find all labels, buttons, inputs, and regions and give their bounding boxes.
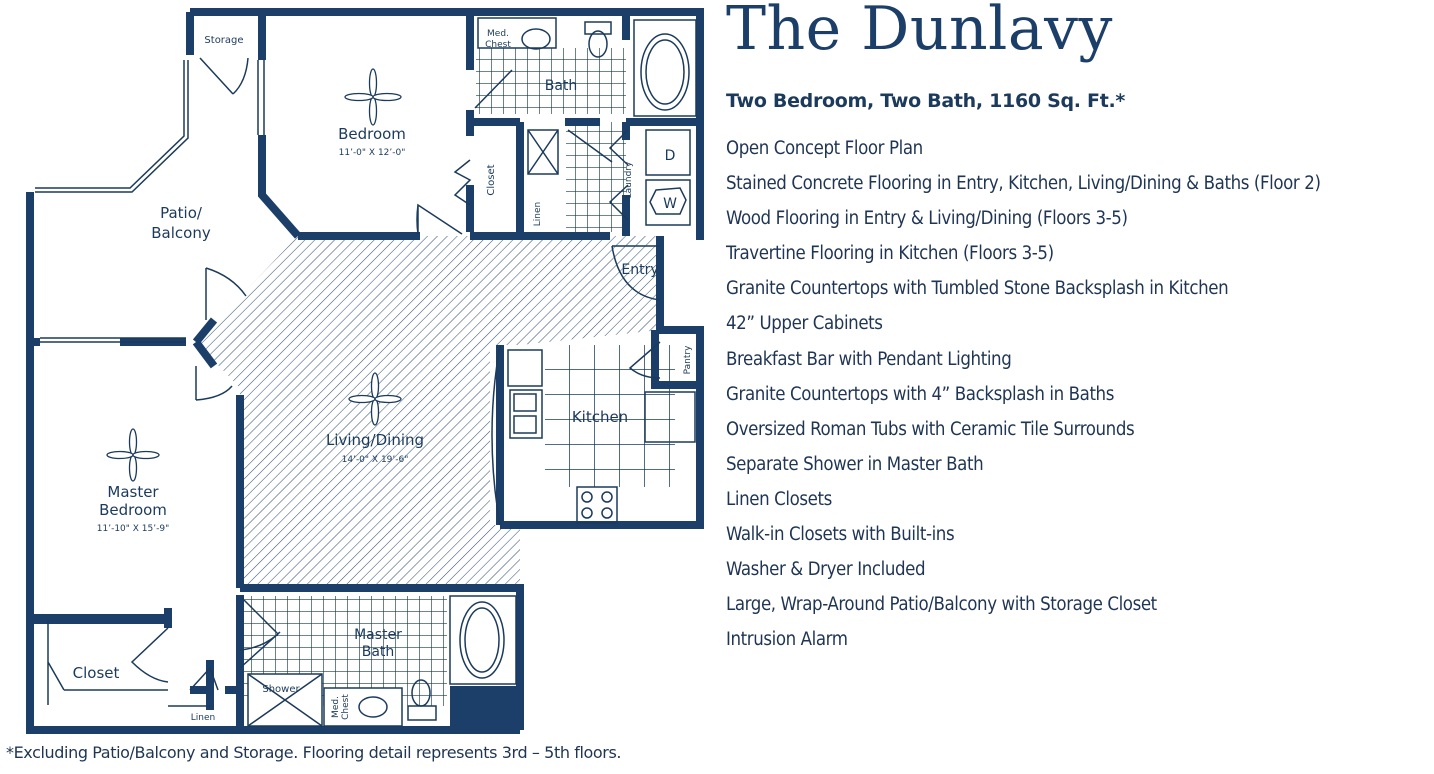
label-dryer: D [665,148,676,164]
label-closet-top: Closet [486,164,497,195]
label-master-bath: Master [354,627,402,643]
label-patio: Balcony [151,224,211,242]
feature-item: Granite Countertops with Tumbled Stone B… [726,278,1229,300]
solid-wall-block [450,686,520,734]
feature-item: Linen Closets [726,488,832,510]
label-patio: Patio/ [160,204,203,222]
label-med-chest-master: Chest [341,694,351,720]
label-med-chest-top: Chest [485,40,511,50]
label-master-bedroom-dims: 11’-10" X 15’-9" [97,524,169,534]
feature-item: Intrusion Alarm [726,629,848,651]
label-washer: W [663,196,677,212]
label-entry: Entry [621,262,658,278]
feature-item: Oversized Roman Tubs with Ceramic Tile S… [726,418,1135,440]
feature-item: Stained Concrete Flooring in Entry, Kitc… [726,173,1321,195]
feature-item: Wood Flooring in Entry & Living/Dining (… [726,208,1128,230]
label-bedroom-dims: 11’-0" X 12’-0" [339,148,406,158]
label-living-dims: 14’-0" X 19’-6" [342,455,409,465]
label-shower: Shower [262,684,300,695]
feature-item: Separate Shower in Master Bath [726,453,984,475]
feature-item: Washer & Dryer Included [726,559,926,581]
label-storage: Storage [204,35,243,46]
label-laundry: Laundry [624,161,634,198]
feature-item: Breakfast Bar with Pendant Lighting [726,348,1012,370]
features-list: Open Concept Floor Plan Stained Concrete… [726,131,1321,657]
footnote: *Excluding Patio/Balcony and Storage. Fl… [6,743,622,762]
label-master-bedroom: Master [107,483,159,501]
plan-summary: Two Bedroom, Two Bath, 1160 Sq. Ft.* [726,90,1126,112]
label-master-bath: Bath [362,644,395,660]
page-title: The Dunlavy [726,0,1113,64]
label-living-dining: Living/Dining [326,431,424,449]
living-dining-floor [196,236,660,588]
label-closet-master: Closet [73,664,120,682]
feature-item: 42” Upper Cabinets [726,313,883,335]
label-med-chest-top: Med. [487,29,509,39]
ceiling-fan-icon [344,68,402,126]
label-med-chest-master: Med. [331,696,341,718]
ceiling-fan-icon [106,428,160,482]
laundry-hall-tile-floor [566,122,626,232]
feature-item: Granite Countertops with 4” Backsplash i… [726,383,1114,405]
label-linen-top: Linen [533,202,543,226]
walls [26,8,704,734]
ceiling-fan-icon [348,372,402,426]
label-master-bedroom: Bedroom [99,501,167,519]
label-kitchen: Kitchen [572,408,628,426]
label-bedroom: Bedroom [338,125,406,143]
feature-item: Walk-in Closets with Built-ins [726,524,955,546]
label-bath: Bath [545,78,578,94]
label-linen-master: Linen [191,713,215,723]
feature-item: Travertine Flooring in Kitchen (Floors 3… [726,243,1054,265]
feature-item: Large, Wrap-Around Patio/Balcony with St… [726,594,1157,616]
thin-lines [35,17,697,727]
feature-item: Open Concept Floor Plan [726,138,923,159]
floor-plan: Storage Bedroom 11’-0" X 12’-0" Bath Med… [26,8,704,734]
label-pantry: Pantry [683,345,693,374]
